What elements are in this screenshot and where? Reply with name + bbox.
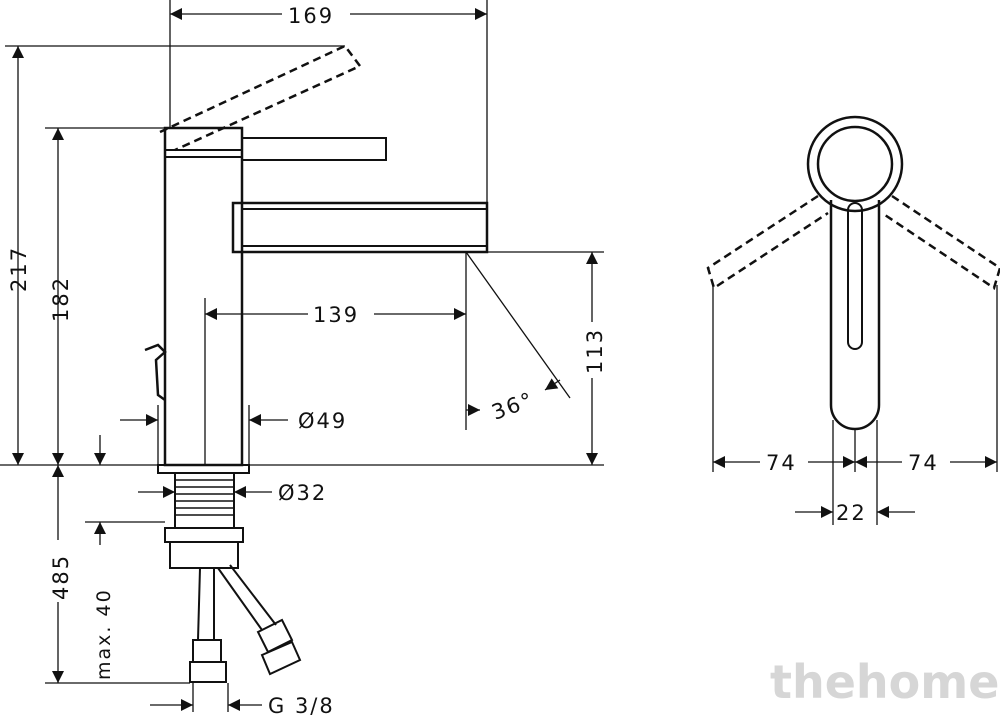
side-view-labels: 169 217 182 139 113 36° Ø49 Ø32 485 max.… [7, 2, 607, 718]
side-view [0, 44, 604, 683]
faucet-body [163, 126, 244, 467]
lever-handle [241, 137, 387, 161]
dim-g-3-8: G 3/8 [268, 694, 335, 718]
dim-diameter-32: Ø32 [278, 481, 327, 505]
popup-rod [144, 343, 167, 402]
dim-max-40: max. 40 [93, 588, 115, 680]
dim-169: 169 [288, 4, 334, 28]
dim-74-right: 74 [908, 451, 939, 475]
dim-74-left: 74 [766, 451, 797, 475]
lever-swing-left [706, 194, 829, 290]
dim-485: 485 [49, 554, 73, 600]
dim-139: 139 [313, 303, 359, 327]
mounting-nut [164, 527, 244, 543]
dim-182: 182 [49, 276, 73, 322]
hose-right [217, 564, 277, 631]
lever-front [829, 200, 881, 431]
lever-swing-right [881, 194, 1000, 290]
body-outer-circle [806, 115, 904, 213]
dim-36-deg: 36° [489, 387, 538, 424]
hose-left [197, 567, 215, 641]
dim-22: 22 [836, 501, 867, 525]
spout [231, 201, 489, 254]
dim-113: 113 [583, 328, 607, 374]
front-view-labels: 74 74 22 [766, 451, 939, 525]
dim-diameter-49: Ø49 [298, 409, 347, 433]
front-view [706, 115, 1000, 431]
lever-raised-dashed [159, 44, 362, 152]
body-inner-circle [816, 125, 894, 203]
watermark-thehome: thehome [770, 655, 999, 709]
front-view-dimensions [712, 285, 998, 525]
dim-217: 217 [7, 246, 31, 292]
